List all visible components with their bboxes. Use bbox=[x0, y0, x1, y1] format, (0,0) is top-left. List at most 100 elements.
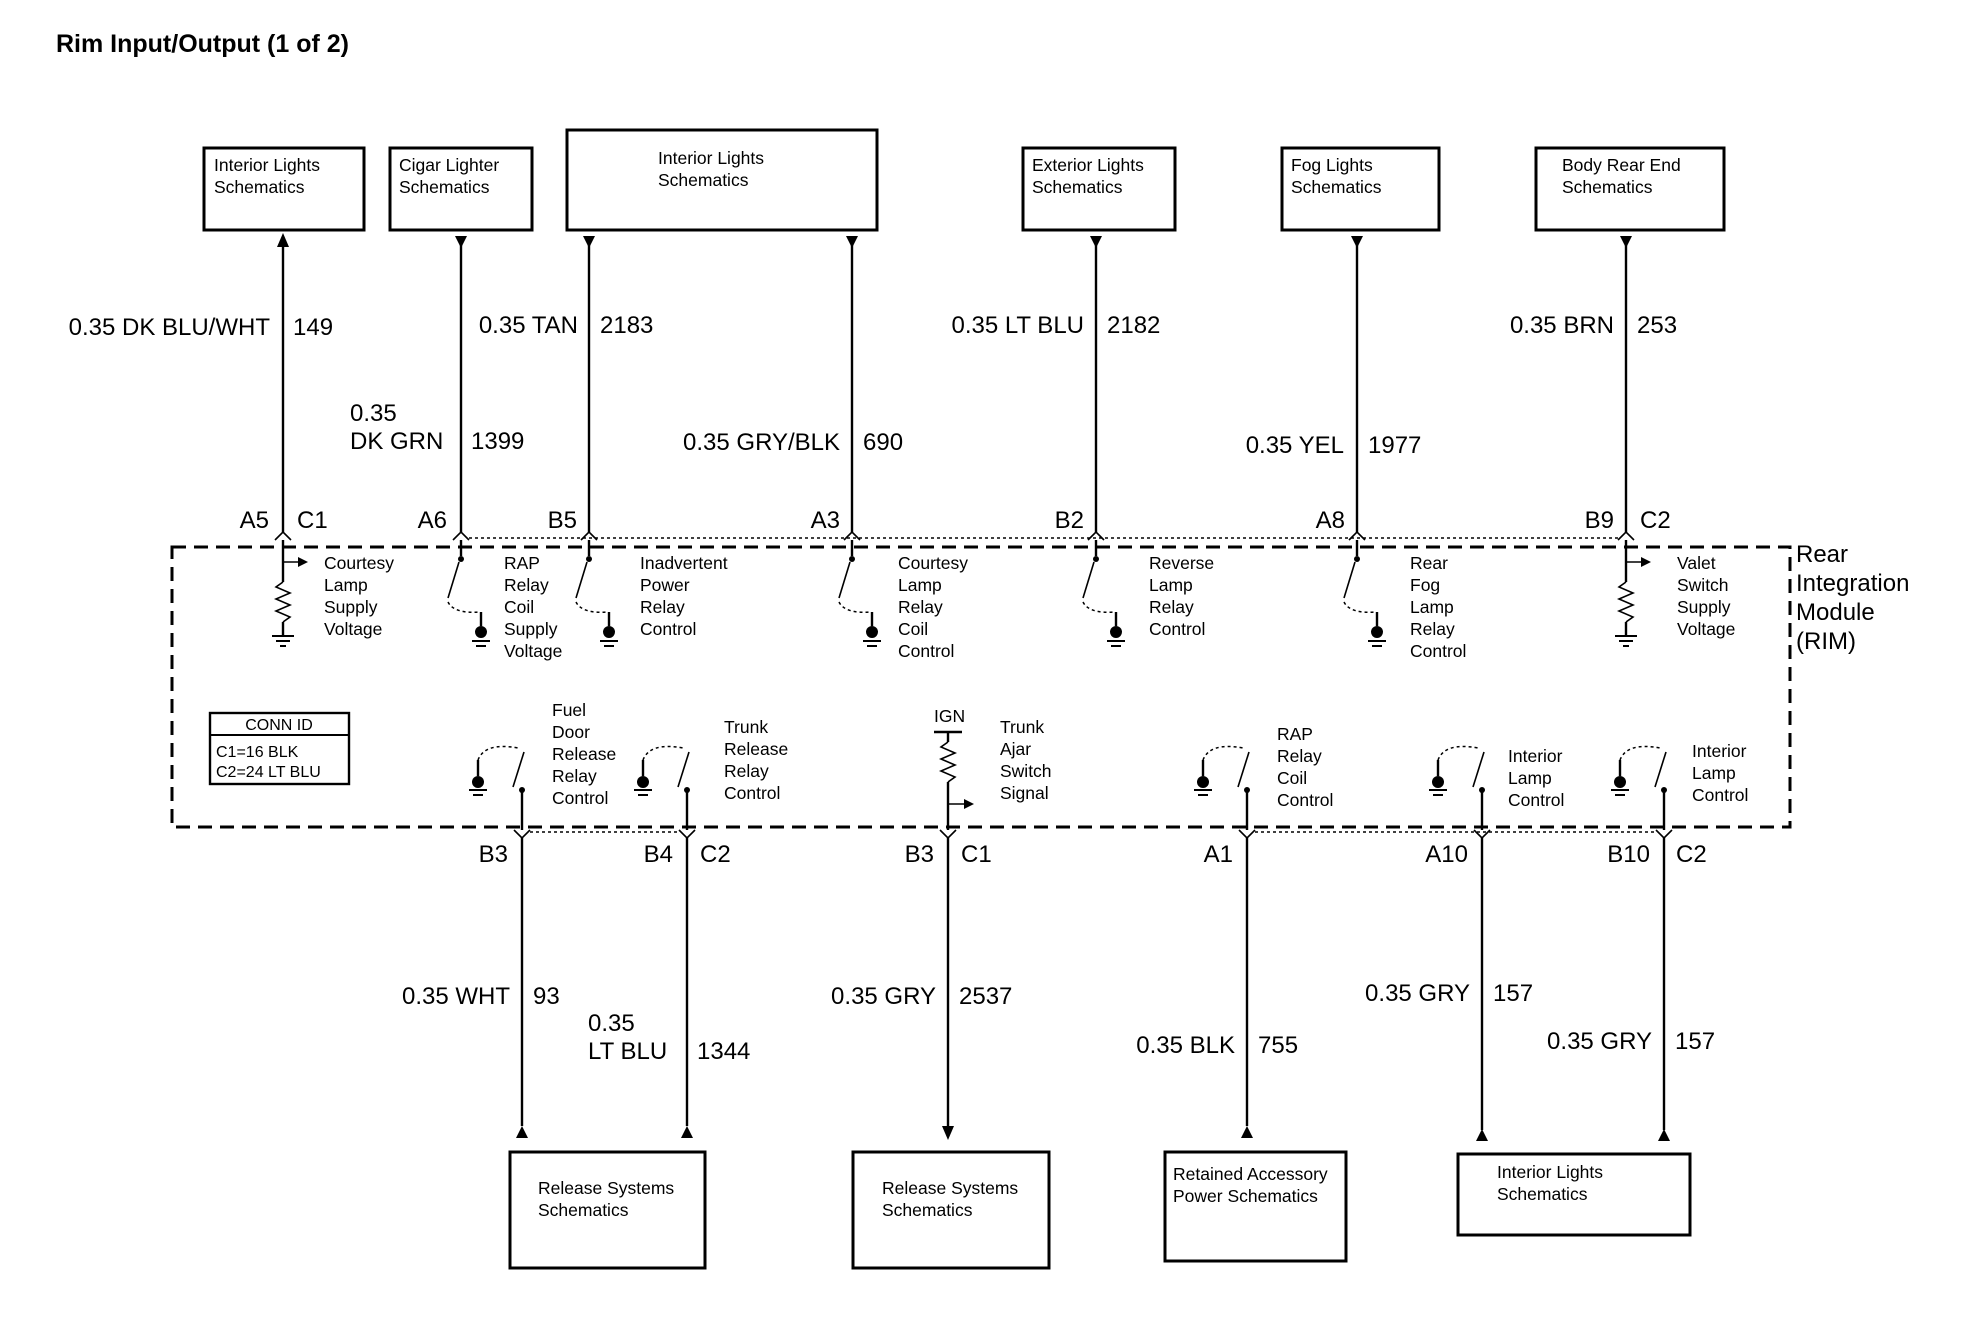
arrow-up-icon bbox=[277, 233, 289, 247]
function-label-line: Courtesy bbox=[324, 553, 394, 573]
function-label-line: Relay bbox=[552, 766, 597, 786]
function-label-line: Fog bbox=[1410, 575, 1440, 595]
arrow-down-icon bbox=[846, 236, 858, 248]
arrow-up-icon bbox=[1241, 1126, 1253, 1138]
function-label-line: Ajar bbox=[1000, 739, 1031, 759]
function-label-line: Control bbox=[1149, 619, 1205, 639]
function-label-line: Trunk bbox=[724, 717, 768, 737]
function-label-line: Signal bbox=[1000, 783, 1049, 803]
function-label-fuel-door-release: Fuel Door Release Relay Control bbox=[552, 700, 616, 808]
function-label-line: Fuel bbox=[552, 700, 586, 720]
function-label-rap-relay-control: RAP Relay Coil Control bbox=[1277, 724, 1333, 810]
module-label-line: Integration bbox=[1796, 570, 1909, 597]
bottom-box-retained-accessory-power: Retained Accessory Power Schematics bbox=[1163, 1150, 1348, 1263]
function-label-line: Lamp bbox=[1149, 575, 1193, 595]
function-label-reverse-lamp: Reverse Lamp Relay Control bbox=[1149, 553, 1214, 639]
resistor-icon bbox=[272, 540, 308, 647]
box-label-line: Body Rear End bbox=[1562, 155, 1681, 175]
function-label-line: Control bbox=[640, 619, 696, 639]
conn-id-line: C1=16 BLK bbox=[216, 744, 299, 761]
conn-id-box: CONN ID C1=16 BLK C2=24 LT BLU bbox=[208, 711, 351, 786]
box-label-line: Retained Accessory bbox=[1173, 1164, 1328, 1184]
function-label-line: Relay bbox=[724, 761, 769, 781]
box-label-line: Interior Lights bbox=[658, 148, 764, 168]
pin-label: A3 bbox=[811, 507, 840, 534]
arrow-up-icon bbox=[681, 1126, 693, 1138]
arrow-down-icon bbox=[583, 236, 595, 248]
wire-circuit-label: 93 bbox=[533, 983, 560, 1010]
function-label-interior-lamp-2: Interior Lamp Control bbox=[1692, 741, 1748, 805]
switch-icon bbox=[1082, 540, 1125, 647]
top-box-fog-lights: Fog Lights Schematics bbox=[1280, 146, 1441, 232]
switch-icon bbox=[469, 745, 525, 830]
arrow-down-icon bbox=[1620, 236, 1632, 248]
function-label-line: Relay bbox=[898, 597, 943, 617]
connector-label: C2 bbox=[1640, 507, 1671, 534]
wire-circuit-label: 690 bbox=[863, 429, 903, 456]
wire-circuit-label: 1399 bbox=[471, 428, 524, 455]
function-label-line: Control bbox=[724, 783, 780, 803]
function-label-line: Relay bbox=[1149, 597, 1194, 617]
function-label-line: Control bbox=[1277, 790, 1333, 810]
wire-color-label: 0.35 bbox=[350, 400, 397, 427]
function-label-inadvertent-power: Inadvertent Power Relay Control bbox=[640, 553, 728, 639]
wire-color-label: 0.35 GRY bbox=[1365, 980, 1470, 1007]
pin-label: B9 bbox=[1585, 507, 1614, 534]
top-box-cigar-lighter: Cigar Lighter Schematics bbox=[388, 146, 534, 232]
function-label-line: Relay bbox=[504, 575, 549, 595]
box-label-line: Interior Lights bbox=[214, 155, 320, 175]
box-label-line: Schematics bbox=[538, 1200, 629, 1220]
switch-icon bbox=[447, 540, 490, 647]
bottom-box-release-systems-1: Release Systems Schematics bbox=[508, 1150, 707, 1270]
function-label-line: Relay bbox=[640, 597, 685, 617]
function-label-line: Supply bbox=[1677, 597, 1731, 617]
pin-label: A5 bbox=[240, 507, 269, 534]
function-label-line: Lamp bbox=[1508, 768, 1552, 788]
wire-color-label: LT BLU bbox=[588, 1038, 667, 1065]
function-label-line: Voltage bbox=[504, 641, 562, 661]
function-label-line: Switch bbox=[1677, 575, 1729, 595]
pin-label: A6 bbox=[418, 507, 447, 534]
function-label-courtesy-lamp-supply: Courtesy Lamp Supply Voltage bbox=[324, 553, 394, 639]
box-label-line: Schematics bbox=[1032, 177, 1123, 197]
switch-icon bbox=[575, 540, 618, 647]
box-label-line: Release Systems bbox=[538, 1178, 674, 1198]
function-label-line: Lamp bbox=[898, 575, 942, 595]
wire-color-label: 0.35 LT BLU bbox=[951, 312, 1084, 339]
pin-label: B5 bbox=[548, 507, 577, 534]
wire-circuit-label: 2183 bbox=[600, 312, 653, 339]
switch-icon bbox=[1429, 745, 1485, 830]
function-label-line: RAP bbox=[504, 553, 540, 573]
box-label-line: Fog Lights bbox=[1291, 155, 1373, 175]
connector-label: C2 bbox=[1676, 841, 1707, 868]
top-box-body-rear-end: Body Rear End Schematics bbox=[1534, 146, 1726, 232]
module-label-line: Module bbox=[1796, 599, 1875, 626]
function-label-courtesy-lamp-relay: Courtesy Lamp Relay Coil Control bbox=[898, 553, 968, 661]
wire-color-label: 0.35 TAN bbox=[479, 312, 578, 339]
wire-circuit-label: 253 bbox=[1637, 312, 1677, 339]
function-label-line: Coil bbox=[1277, 768, 1307, 788]
wire-circuit-label: 755 bbox=[1258, 1032, 1298, 1059]
function-label-line: RAP bbox=[1277, 724, 1313, 744]
box-label-line: Interior Lights bbox=[1497, 1162, 1603, 1182]
box-label-line: Power Schematics bbox=[1173, 1186, 1318, 1206]
rim-boundary bbox=[170, 545, 1792, 829]
function-label-line: Control bbox=[1692, 785, 1748, 805]
function-label-line: Release bbox=[724, 739, 788, 759]
wire-color-label: 0.35 BRN bbox=[1510, 312, 1614, 339]
box-label-line: Release Systems bbox=[882, 1178, 1018, 1198]
connector-label: C2 bbox=[700, 841, 731, 868]
wire-color-label: 0.35 GRY/BLK bbox=[683, 429, 840, 456]
ign-label: IGN bbox=[934, 706, 965, 726]
arrow-down-icon bbox=[1090, 236, 1102, 248]
pin-label: A10 bbox=[1425, 841, 1468, 868]
function-label-line: Courtesy bbox=[898, 553, 968, 573]
resistor-icon bbox=[1615, 540, 1651, 647]
wire-circuit-label: 157 bbox=[1493, 980, 1533, 1007]
arrow-up-icon bbox=[1658, 1129, 1670, 1141]
function-label-line: Coil bbox=[898, 619, 928, 639]
function-label-rear-fog-lamp: Rear Fog Lamp Relay Control bbox=[1410, 553, 1466, 661]
function-label-line: Control bbox=[1508, 790, 1564, 810]
function-label-line: Door bbox=[552, 722, 590, 742]
